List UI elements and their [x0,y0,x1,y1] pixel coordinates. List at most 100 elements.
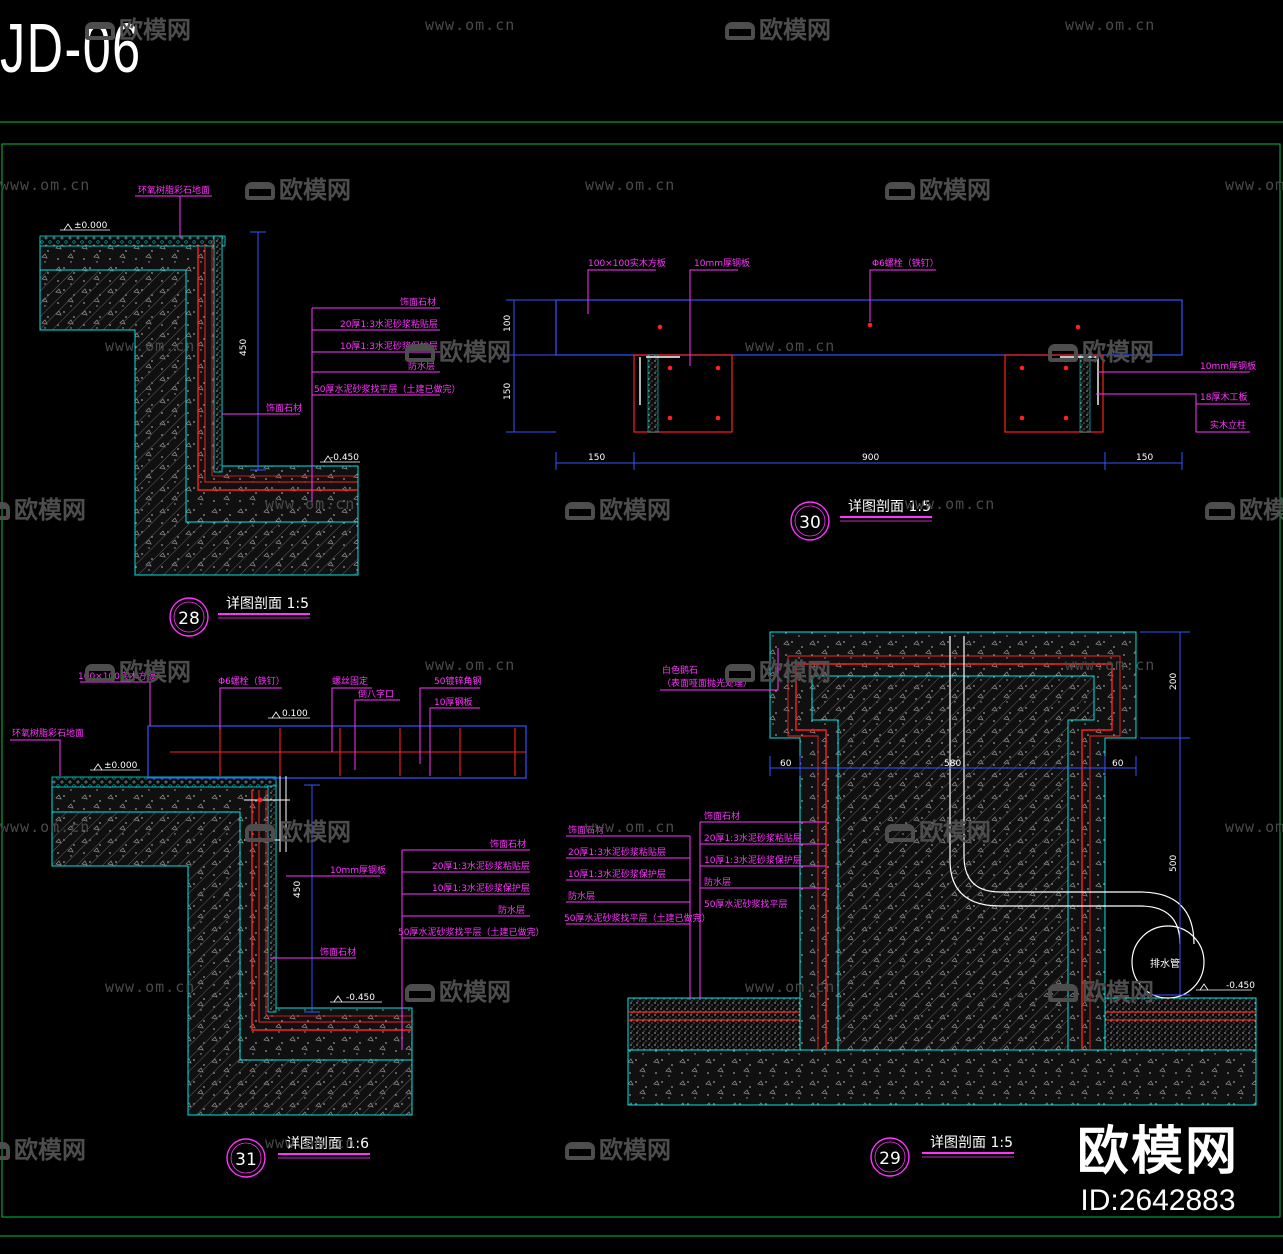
watermark-logo: 欧模网 [565,490,671,525]
watermark-logo: 欧模网 [0,1130,86,1165]
sofa-icon [725,22,755,40]
d28-number: 28 [178,609,200,629]
d31-stone-note: 饰面石材 [320,946,356,958]
sofa-icon [0,1142,10,1160]
d30-side-0: 10mm厚钢板 [1200,360,1256,372]
d30-note-2: Φ6螺栓（铁钉） [872,257,939,269]
d29-right-layer-3: 防水层 [704,876,731,888]
d31-surface-layer [51,776,277,788]
sofa-icon [565,1142,595,1160]
d31-layer-0: 饰面石材 [490,838,526,850]
sheet-title: JD-06 [0,9,142,87]
d28-level-bottom: -0.450 [330,453,359,463]
d30-wood-top [555,299,1183,356]
d29-dimensions [769,631,1190,996]
watermark-logo: 欧模网 [1205,490,1283,525]
sofa-icon [85,664,115,682]
detail-29: 排水管 60 580 60 200 500 -0.450 [564,631,1257,1177]
d29-dim-body: 500 [1169,855,1179,872]
d30-dimensions [506,299,1183,470]
sofa-icon [565,502,595,520]
d29-ground-base [627,1049,1257,1106]
d31-layer-2: 10厚1:3水泥砂浆保护层 [432,882,530,894]
d28-dimension [250,231,266,471]
watermark-logo: 欧模网 [405,332,511,367]
d31-layer-3: 防水层 [498,904,525,916]
d29-right-layer-1: 20厚1:3水泥砂浆粘贴层 [704,832,802,844]
d31-note-2: 螺丝固定 [332,675,368,687]
d28-level-top: ±0.000 [74,221,108,231]
d28-leaders [135,195,440,505]
watermark-url: www.om.cn [105,978,196,996]
sofa-icon [405,984,435,1002]
sofa-icon [0,502,10,520]
watermark-logo: 欧模网 [885,812,991,847]
d29-right-layer-0: 饰面石材 [704,810,740,822]
d28-title: 详图剖面 1:5 [226,596,309,612]
d29-leaders [566,648,826,1000]
d28-detail-tag [169,597,209,637]
d29-drain-pipe [949,636,1181,945]
d29-dim-width: 580 [944,759,961,769]
d31-layer-4: 50厚水泥砂浆找平层（土建已做完） [398,926,544,938]
d29-right-layer-4: 50厚水泥砂浆找平层 [704,898,787,910]
d31-note-3: 倒八字口 [358,688,394,700]
d29-dim-right: 60 [1112,759,1124,769]
watermark-url: www.om.cn [265,495,356,513]
sofa-icon [885,182,915,200]
d30-dim-v1: 100 [503,315,513,332]
watermark-logo: 欧模网 [725,10,831,45]
sofa-icon [405,344,435,362]
d30-dim-left: 150 [588,453,605,463]
d29-dim-cap: 200 [1169,673,1179,690]
d29-left-layer-2: 10厚1:3水泥砂浆保护层 [568,868,666,880]
watermark-url: www.om.cn [105,337,196,355]
brand-id: ID:2642883 [1080,1184,1236,1217]
d28-structure-hatch [39,269,359,576]
watermark-logo: 欧模网 [565,1130,671,1165]
watermark-url: www.om.cn [1225,176,1283,194]
sofa-icon [1048,984,1078,1002]
sofa-icon [85,22,115,40]
d30-dim-mid: 900 [862,453,879,463]
d31-leaders [10,681,530,1050]
d29-drain-circle [1131,925,1205,999]
watermark-url: www.om.cn [0,176,91,194]
d31-note-5: 10厚钢板 [434,696,472,708]
d30-dim-v2: 150 [503,383,513,400]
d30-post-left [633,354,733,433]
d29-dim-left: 60 [780,759,792,769]
d31-number: 31 [235,1150,257,1170]
d28-layer-4: 50厚水泥砂浆找平层（土建已做完） [314,383,460,395]
d28-layer-0: 饰面石材 [400,296,436,308]
d31-level-bottom: -0.450 [346,993,375,1003]
d31-rebar-grid [170,728,526,776]
d30-note-0: 100×100实木方板 [588,257,666,269]
watermark-logo: 欧模网 [245,170,351,205]
d31-surface-note: 环氧树脂彩石地面 [12,727,84,739]
d30-side-2: 实木立柱 [1210,419,1246,431]
drawing-frame [0,121,1283,1237]
watermark-logo: 欧模网 [0,490,86,525]
watermark-logo: 欧模网 [245,812,351,847]
watermark-url: www.om.cn [1225,818,1283,836]
sofa-icon [245,182,275,200]
brand-stamp: 欧模网 ID:2642883 [1077,1122,1239,1220]
d29-title: 详图剖面 1:5 [930,1135,1013,1151]
d31-note-1: Φ6螺栓（铁钉） [218,675,285,687]
watermark-url: www.om.cn [585,176,676,194]
d29-planter-core [811,675,1095,1051]
d28-layer-1: 20厚1:3水泥砂浆粘贴层 [340,318,438,330]
watermark-url: www.om.cn [265,1134,356,1152]
d31-waterproof-layer [251,790,412,1031]
watermark-url: www.om.cn [425,656,516,674]
d29-right-layer-2: 10厚1:3水泥砂浆保护层 [704,854,802,866]
d31-level-top: ±0.000 [104,761,138,771]
watermark-url: www.om.cn [1065,656,1156,674]
sofa-icon [725,664,755,682]
d30-number: 30 [799,513,821,533]
d29-left-layer-0: 饰面石材 [568,824,604,836]
detail-31: 450 ±0.000 0.100 -0.450 环氧树脂彩石地面 100×100… [10,670,544,1178]
watermark-logo: 欧模网 [885,170,991,205]
watermark-logo: 欧模网 [85,10,191,45]
